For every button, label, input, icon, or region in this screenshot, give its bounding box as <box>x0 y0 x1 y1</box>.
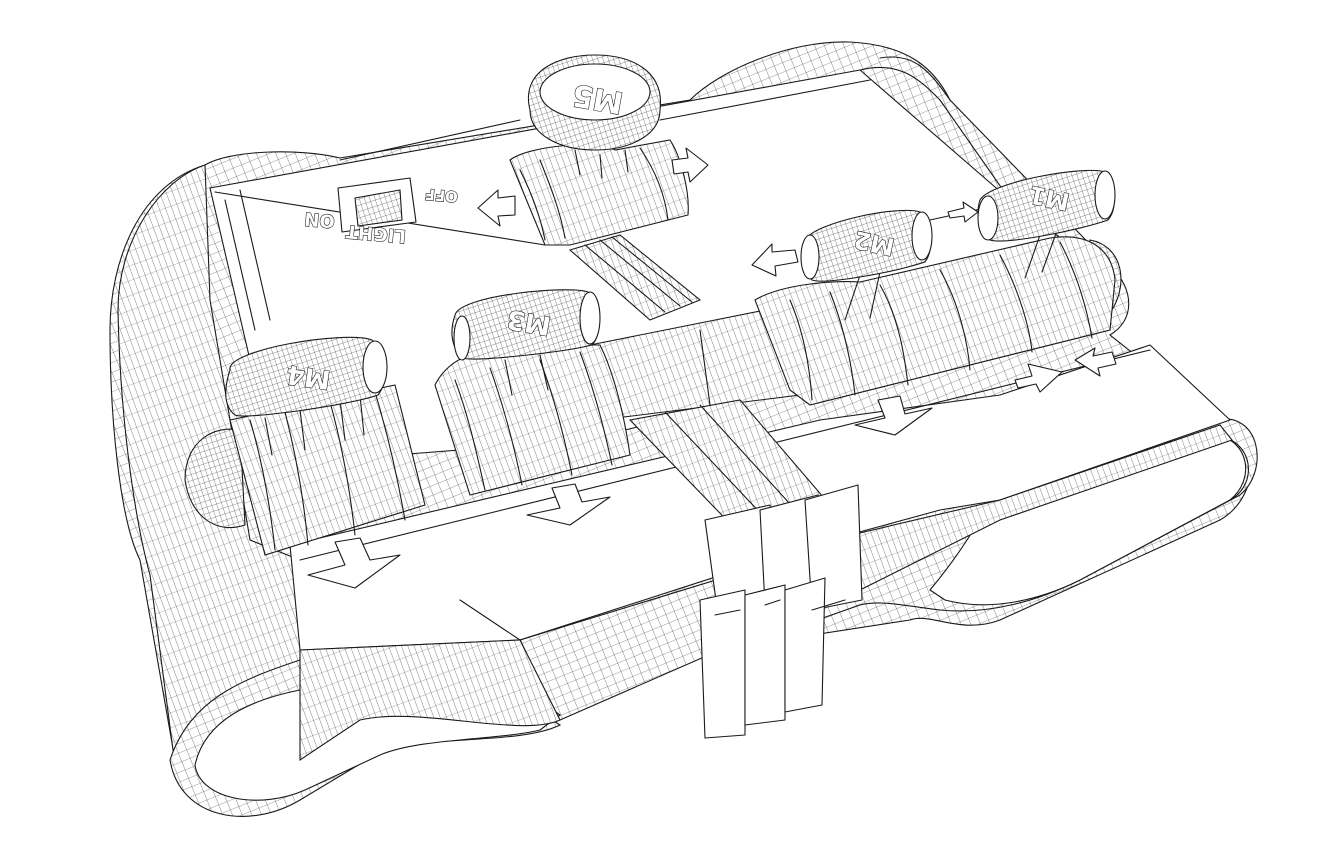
arrow-down-icon <box>854 395 933 436</box>
arrow-right-icon <box>671 147 709 183</box>
central-rail <box>568 234 863 739</box>
arrow-left-icon <box>751 243 799 277</box>
module-m4-label: M4 <box>285 358 333 394</box>
ring-stacks <box>229 139 1116 556</box>
module-m4[interactable]: M4 <box>225 336 388 456</box>
arrow-right-icon <box>947 201 979 223</box>
module-m5[interactable]: M5 <box>527 54 661 179</box>
arrow-right-icon <box>1014 363 1063 393</box>
arrow-left-icon <box>477 189 516 227</box>
light-switch[interactable]: LIGHT ON OFF <box>303 177 459 247</box>
arrow-down-icon <box>307 537 401 589</box>
direction-arrows <box>307 147 1117 589</box>
module-m3-label: M3 <box>505 303 554 340</box>
light-switch-off-label: OFF <box>424 185 459 206</box>
light-switch-on-label: ON <box>304 208 336 232</box>
arrow-left-icon <box>1074 347 1117 377</box>
module-m3[interactable]: M3 <box>451 289 601 396</box>
module-m2[interactable]: M2 <box>800 209 933 321</box>
arrow-down-icon <box>526 483 611 526</box>
module-m1[interactable]: M1 <box>929 169 1116 279</box>
